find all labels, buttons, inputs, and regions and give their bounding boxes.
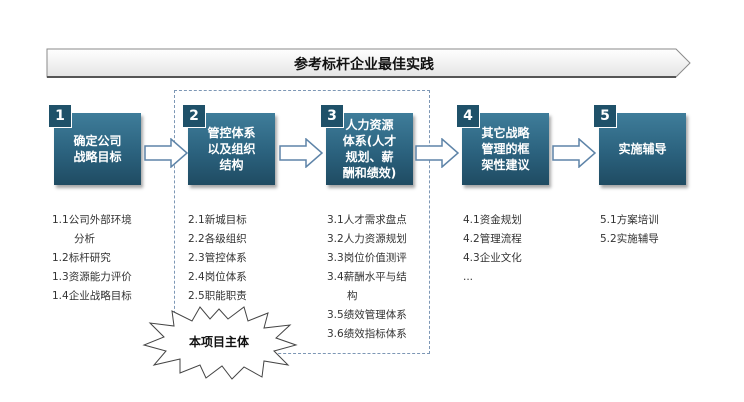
list-item: 1.3资源能力评价: [52, 271, 132, 283]
arrow-right-icon: [552, 138, 596, 168]
list-item: 1.4企业战略目标: [52, 290, 132, 302]
list-item: 3.5绩效管理体系: [327, 309, 407, 321]
arrow-right-icon: [415, 138, 459, 168]
banner-arrow: [46, 48, 691, 78]
project-scope-region: [174, 90, 430, 354]
list-item: 5.2实施辅导: [600, 233, 659, 245]
step-3-list: 3.1人才需求盘点 3.2人力资源规划 3.3岗位价值测评 3.4薪酬水平与结 …: [327, 211, 407, 344]
list-item: 3.6绩效指标体系: [327, 328, 407, 340]
step-2-title: 管控体系 以及组织 结构: [207, 126, 256, 172]
step-3-title: 人力资源 体系(人才 规划、薪 酬和绩效): [342, 118, 397, 180]
step-1-title: 确定公司 战略目标: [73, 134, 122, 164]
callout-label: 本项目主体: [188, 335, 249, 349]
list-item: 1.1公司外部环境: [52, 214, 132, 226]
step-1-list: 1.1公司外部环境 分析 1.2标杆研究 1.3资源能力评价 1.4企业战略目标: [52, 211, 132, 306]
step-4-title: 其它战略 管理的框 架性建议: [481, 126, 530, 172]
banner-title: 参考标杆企业最佳实践: [294, 57, 434, 73]
list-item: 4.3企业文化: [463, 252, 522, 264]
list-item: 3.2人力资源规划: [327, 233, 407, 245]
list-item: 2.4岗位体系: [188, 271, 247, 283]
step-5-list: 5.1方案培训 5.2实施辅导: [600, 211, 659, 249]
list-item: 2.2各级组织: [188, 233, 247, 245]
list-item: 分析: [74, 233, 95, 245]
list-item: ...: [463, 271, 474, 283]
list-item: 3.4薪酬水平与结: [327, 271, 407, 283]
list-item: 3.1人才需求盘点: [327, 214, 407, 226]
list-item: 2.3管控体系: [188, 252, 247, 264]
step-2-box: 管控体系 以及组织 结构: [188, 113, 275, 185]
list-item: 2.5职能职责: [188, 290, 247, 302]
step-5-title: 实施辅导: [618, 142, 667, 156]
step-4-number: 4: [456, 104, 480, 128]
list-item: 5.1方案培训: [600, 214, 659, 226]
list-item: 2.1新城目标: [188, 214, 247, 226]
starburst-callout: [142, 306, 298, 380]
arrow-right-icon: [144, 138, 188, 168]
step-4-list: 4.1资金规划 4.2管理流程 4.3企业文化 ...: [463, 211, 522, 287]
list-item: 4.2管理流程: [463, 233, 522, 245]
list-item: 构: [347, 290, 358, 302]
list-item: 1.2标杆研究: [52, 252, 111, 264]
step-2-list: 2.1新城目标 2.2各级组织 2.3管控体系 2.4岗位体系 2.5职能职责: [188, 211, 247, 306]
list-item: 4.1资金规划: [463, 214, 522, 226]
step-3-number: 3: [320, 104, 344, 128]
step-5-number: 5: [593, 104, 617, 128]
step-2-number: 2: [182, 104, 206, 128]
step-1-number: 1: [48, 104, 72, 128]
arrow-right-icon: [279, 138, 323, 168]
step-3-box: 人力资源 体系(人才 规划、薪 酬和绩效): [326, 113, 413, 185]
list-item: 3.3岗位价值测评: [327, 252, 407, 264]
